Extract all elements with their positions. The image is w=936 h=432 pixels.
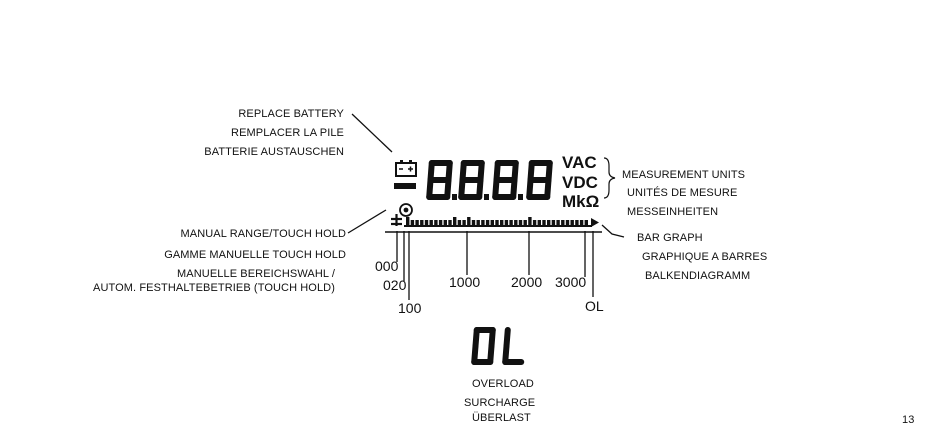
bar-segment	[556, 220, 560, 225]
manual-range-label-de-2: AUTOM. FESTHALTEBETRIEB (TOUCH HOLD)	[93, 282, 335, 294]
scale-label-020: 020	[383, 277, 407, 293]
lcd-bar-graph	[391, 214, 599, 227]
scale-ticks	[396, 231, 594, 300]
battery-label-de: BATTERIE AUSTAUSCHEN	[204, 146, 344, 158]
unit-vac: VAC	[562, 153, 597, 172]
bar-segment	[453, 217, 457, 225]
units-brace	[603, 157, 616, 199]
lcd-digit-1	[426, 160, 453, 200]
lcd-decimal-point-3	[518, 194, 523, 200]
bar-segment	[438, 220, 443, 225]
bar-segment	[429, 220, 433, 225]
manual-range-label-fr: GAMME MANUELLE TOUCH HOLD	[164, 249, 346, 261]
battery-label-fr: REMPLACER LA PILE	[231, 127, 344, 139]
bar-segment	[561, 220, 565, 225]
units-label-de: MESSEINHEITEN	[627, 206, 719, 218]
units-label-en: MEASUREMENT UNITS	[622, 169, 746, 181]
bar-segment	[476, 220, 480, 225]
bar-segment	[443, 220, 447, 225]
bar-segment	[471, 220, 476, 225]
scale-label-3000: 3000	[555, 274, 587, 290]
overload-digit-2	[502, 327, 525, 365]
bar-segment	[434, 220, 438, 225]
bar-graph-label-fr: GRAPHIQUE A BARRES	[642, 251, 768, 263]
bar-graph-label-de: BALKENDIAGRAMM	[645, 270, 751, 282]
scale-label-100: 100	[398, 300, 422, 316]
bar-segment	[547, 220, 551, 225]
overload-digit-1	[471, 327, 496, 365]
battery-label-en: REPLACE BATTERY	[238, 108, 344, 120]
hold-circle-icon	[399, 203, 413, 217]
bar-segment	[528, 217, 532, 225]
bar-segment	[490, 220, 494, 225]
bar-segment	[448, 220, 452, 225]
manual-range-label-de-1: MANUELLE BEREICHSWAHL /	[177, 268, 335, 280]
bar-segment	[481, 220, 485, 225]
bar-segment	[570, 220, 574, 225]
unit-mkohm: MkΩ	[562, 192, 600, 211]
bar-segment	[542, 220, 546, 225]
bar-segment	[424, 220, 429, 225]
bar-segment	[410, 220, 415, 225]
bar-segment	[504, 220, 509, 225]
lcd-decimal-point-2	[484, 194, 489, 200]
bar-segment	[495, 220, 499, 225]
bar-segment	[500, 220, 504, 225]
bar-segment	[462, 220, 466, 225]
scale-label-1000: 1000	[449, 274, 481, 290]
bar-segment	[565, 220, 570, 225]
bar-segment	[415, 220, 419, 225]
overload-label-en: OVERLOAD	[472, 378, 534, 390]
manual-range-leader-line	[347, 209, 387, 234]
bar-segment	[518, 220, 523, 225]
bar-graph-leader-line	[601, 224, 625, 238]
lcd-decimal-point-1	[452, 194, 457, 200]
units-label-fr: UNITÉS DE MESURE	[627, 187, 738, 199]
battery-icon	[395, 160, 417, 177]
bar-segment	[406, 217, 410, 225]
lcd-digit-2	[458, 160, 485, 200]
lcd-digit-4	[526, 160, 553, 200]
page-number: 13	[902, 414, 915, 426]
overload-label-fr: SURCHARGE	[464, 397, 536, 409]
overload-display	[471, 327, 525, 365]
bar-segment	[509, 220, 513, 225]
bar-segment	[532, 220, 537, 225]
bar-segment	[457, 220, 462, 225]
scale-label-000: 000	[375, 258, 399, 274]
unit-vdc: VDC	[562, 173, 598, 192]
battery-leader-line	[351, 113, 393, 153]
bar-segment	[514, 220, 518, 225]
bar-segment	[575, 220, 579, 225]
lcd-digits	[426, 160, 553, 200]
bar-segment	[551, 220, 556, 225]
manual-range-label-en: MANUAL RANGE/TOUCH HOLD	[180, 228, 346, 240]
scale-label-ol: OL	[585, 298, 604, 314]
bar-segment	[467, 217, 471, 225]
negative-sign-icon	[394, 183, 416, 189]
lcd-digit-3	[492, 160, 519, 200]
overload-label-de: ÜBERLAST	[472, 412, 531, 424]
bar-segment	[523, 220, 527, 225]
bar-segment	[485, 220, 490, 225]
bar-segment	[420, 220, 424, 225]
bar-segment	[579, 220, 584, 225]
bar-segment	[537, 220, 541, 225]
scale-label-2000: 2000	[511, 274, 543, 290]
bar-segment	[584, 220, 588, 225]
bar-graph-label-en: BAR GRAPH	[637, 232, 703, 244]
bar-graph-arrow-icon	[591, 218, 599, 227]
